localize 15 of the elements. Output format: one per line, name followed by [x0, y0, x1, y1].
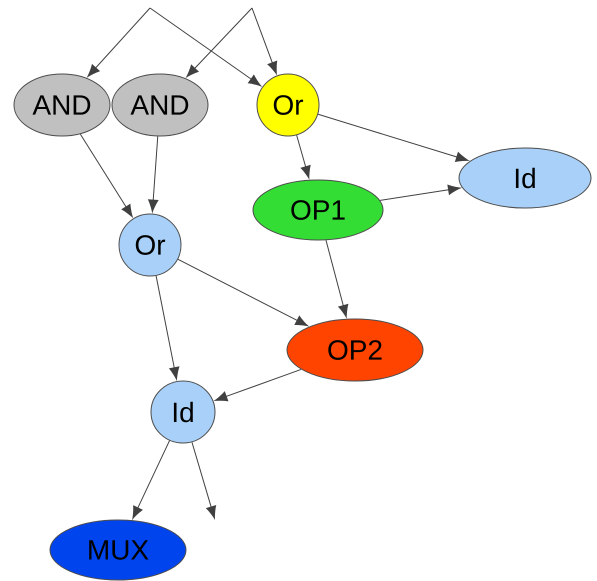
arrow: [186, 8, 252, 78]
arrow: [296, 134, 311, 178]
arrow: [191, 442, 216, 519]
arrow: [380, 184, 461, 201]
arrow: [156, 275, 180, 380]
arrow: [252, 8, 278, 74]
arrow: [132, 440, 170, 519]
arrow: [214, 368, 302, 402]
arrow: [150, 8, 262, 86]
arrow: [326, 240, 348, 318]
arrow: [148, 136, 158, 212]
arrow: [80, 134, 133, 218]
arrow: [87, 8, 150, 77]
arrow: [178, 258, 308, 326]
arrow: [318, 114, 468, 162]
